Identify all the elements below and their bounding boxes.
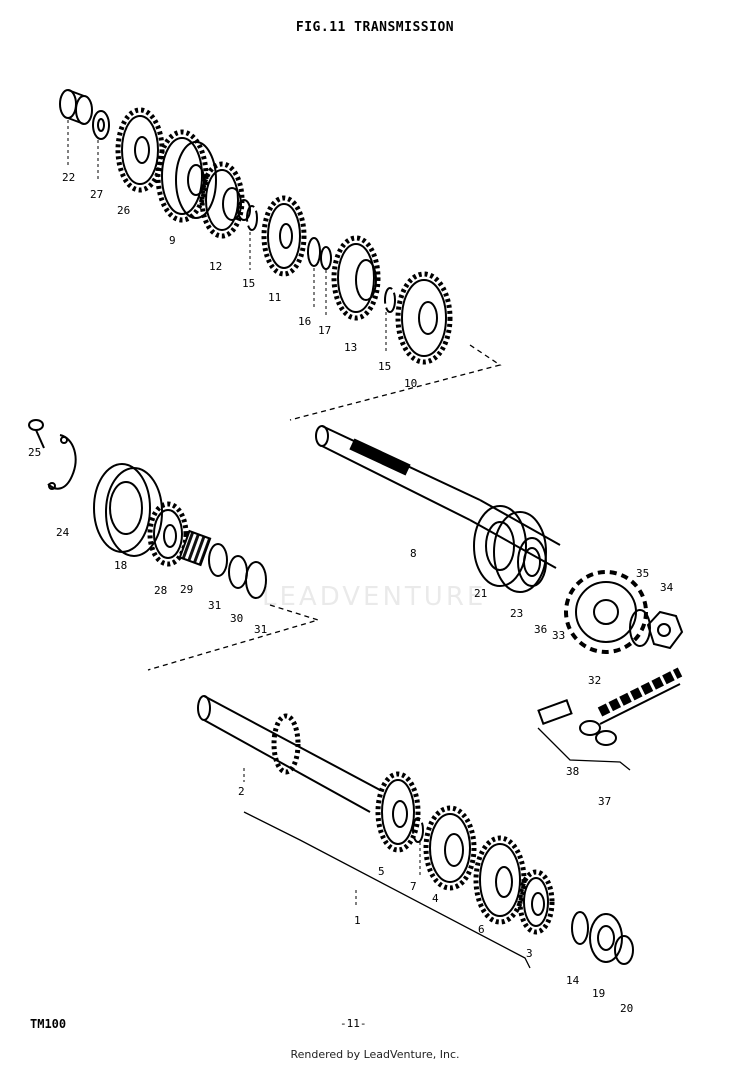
gear-5 [375, 771, 421, 853]
label-13: 13 [344, 341, 357, 354]
label-30: 30 [230, 612, 243, 625]
gear-3 [517, 869, 555, 935]
gear-28 [147, 501, 189, 567]
main-shaft-2 [197, 695, 381, 813]
label-18: 18 [114, 559, 127, 572]
label-28: 28 [154, 584, 167, 597]
washer-17 [320, 246, 332, 270]
label-27: 27 [90, 188, 103, 201]
gear-4 [423, 805, 477, 891]
page-number: -11- [340, 1017, 367, 1030]
label-4: 4 [432, 892, 439, 905]
label-31a: 31 [208, 599, 221, 612]
label-11: 11 [268, 291, 281, 304]
gear-12 [199, 161, 251, 239]
label-36: 36 [534, 623, 547, 636]
circlip-30 [228, 555, 248, 589]
label-20: 20 [620, 1002, 633, 1015]
plug-20 [614, 935, 634, 965]
label-21: 21 [474, 587, 487, 600]
circlip-15-lower [384, 287, 396, 313]
label-38: 38 [566, 765, 579, 778]
label-12: 12 [209, 260, 222, 273]
label-17: 17 [318, 324, 331, 337]
label-6: 6 [478, 923, 485, 936]
washer-35 [629, 609, 651, 647]
label-5: 5 [378, 865, 385, 878]
part-number-labels: 22 27 26 9 12 15 11 16 17 13 15 10 25 24… [28, 171, 674, 1015]
break-line-upper [289, 344, 502, 421]
drive-chain [597, 667, 683, 725]
label-23: 23 [510, 607, 523, 620]
seal-23 [517, 537, 547, 587]
label-34: 34 [660, 581, 674, 594]
label-29: 29 [180, 583, 193, 596]
gear-26 [115, 107, 165, 193]
master-link-38 [537, 699, 617, 746]
label-9: 9 [169, 234, 176, 247]
washer-14 [571, 911, 589, 945]
label-33: 33 [552, 629, 565, 642]
label-25: 25 [28, 446, 41, 459]
footer-credit: Rendered by LeadVenture, Inc. [290, 1048, 460, 1061]
label-19: 19 [592, 987, 605, 1000]
gear-13 [331, 235, 381, 321]
washer-31-b [245, 561, 267, 599]
bearing-21 [473, 505, 547, 593]
gear-10 [395, 271, 453, 365]
bracket-1 [243, 811, 531, 969]
label-26: 26 [117, 204, 130, 217]
gear-6 [473, 835, 527, 925]
washer-27 [92, 110, 110, 140]
bushing-22 [59, 89, 93, 125]
label-16: 16 [298, 315, 311, 328]
model-code: TM100 [30, 1017, 67, 1031]
gear-9 [155, 129, 217, 223]
label-14: 14 [566, 974, 580, 987]
nut-34 [646, 610, 684, 650]
watermark-text: LEADVENTURE [262, 582, 486, 612]
circlip-7 [412, 817, 424, 843]
label-24: 24 [56, 526, 70, 539]
gear-11 [261, 195, 307, 277]
bolt-25 [28, 419, 45, 449]
label-1: 1 [354, 914, 361, 927]
label-22: 22 [62, 171, 75, 184]
label-2: 2 [238, 785, 245, 798]
label-37: 37 [598, 795, 611, 808]
label-8: 8 [410, 547, 417, 560]
label-15a: 15 [242, 277, 255, 290]
washer-31-a [208, 543, 228, 577]
bearing-19 [589, 913, 623, 963]
label-31b: 31 [254, 623, 267, 636]
label-35: 35 [636, 567, 649, 580]
leader-lines [67, 120, 421, 906]
countershaft-8 [315, 425, 561, 569]
label-3: 3 [526, 947, 533, 960]
label-32: 32 [588, 674, 601, 687]
label-15b: 15 [378, 360, 391, 373]
washer-16 [307, 237, 321, 267]
bracket-37-38 [537, 727, 631, 771]
label-7: 7 [410, 880, 417, 893]
label-10: 10 [404, 377, 417, 390]
figure-title: FIG.11 TRANSMISSION [295, 20, 455, 35]
needle-bearing-29 [178, 529, 212, 567]
circlip-15-upper [246, 205, 258, 231]
bearing-stopper-24 [47, 434, 77, 490]
